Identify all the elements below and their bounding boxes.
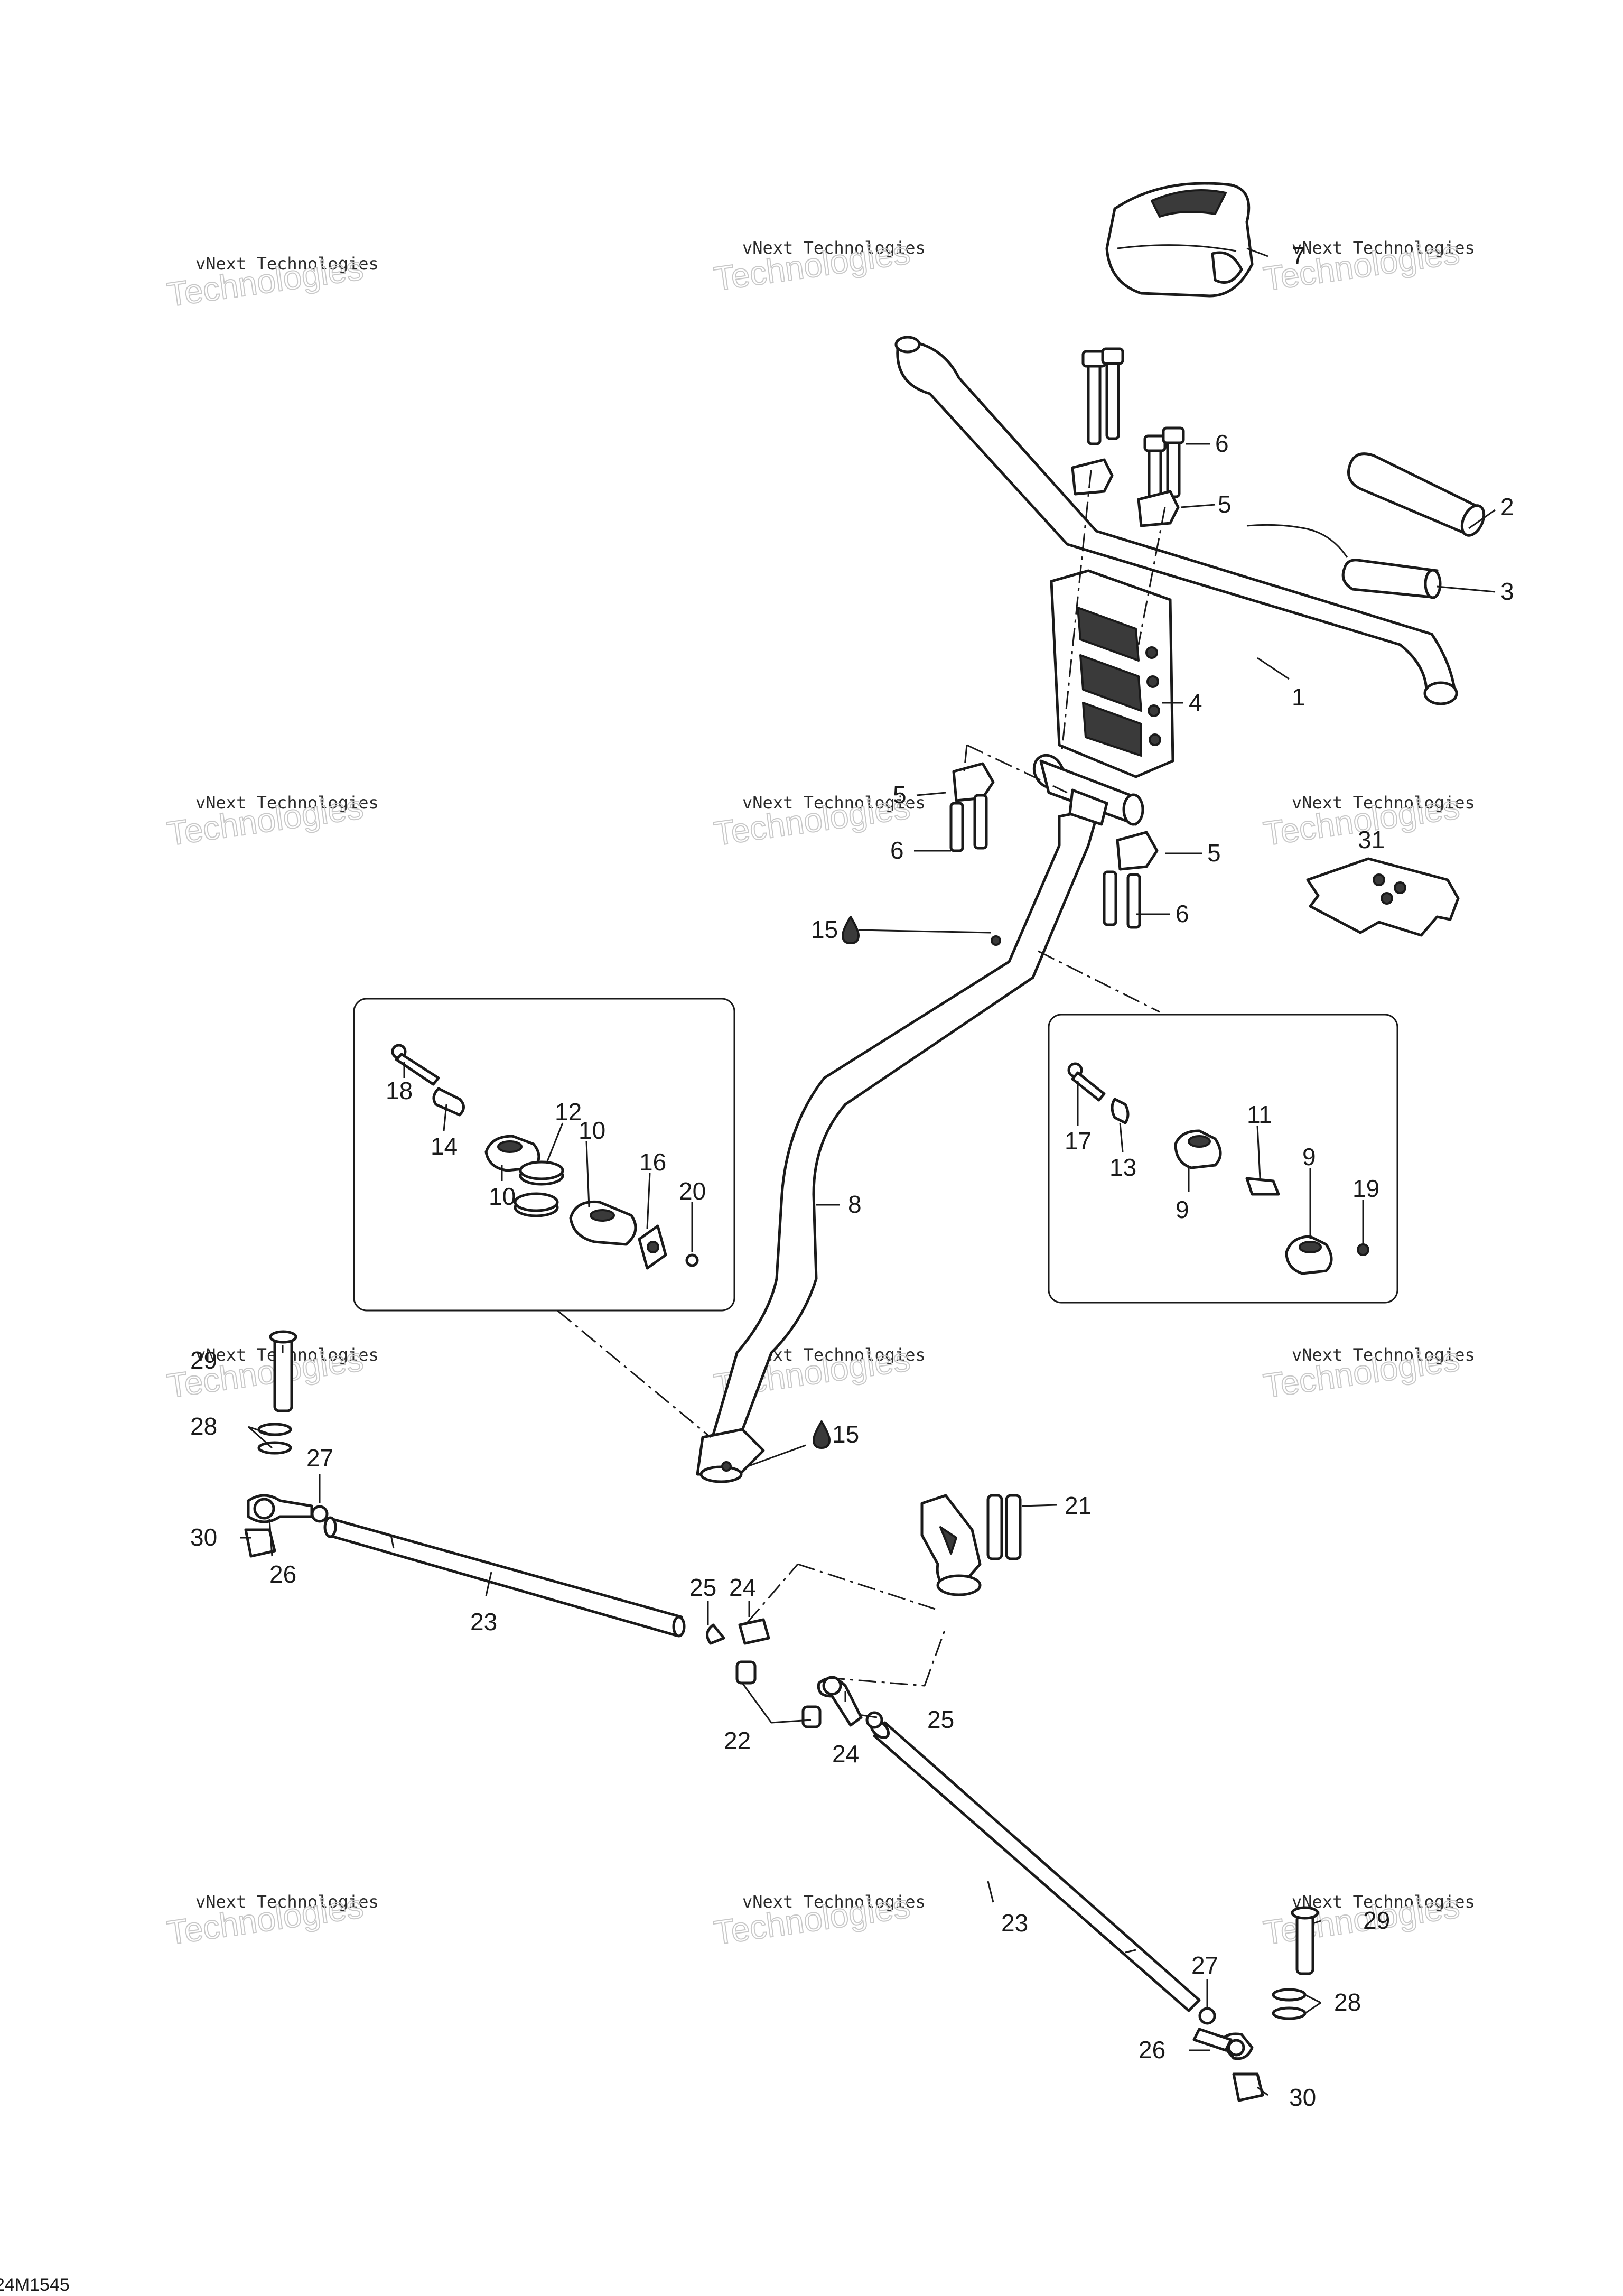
callout-25: 25 [927, 1706, 954, 1733]
callout-28: 28 [1334, 1988, 1361, 2016]
watermark: vNext Technologies Technologies [1261, 1340, 1475, 1406]
handlebar [894, 336, 1458, 705]
watermark: vNext Technologies Technologies [711, 1886, 926, 1953]
callout-6: 6 [1215, 430, 1229, 457]
callout-8: 8 [848, 1191, 862, 1218]
callout-2: 2 [1500, 493, 1514, 520]
grip-wire [1246, 524, 1348, 558]
callout-17: 17 [1065, 1127, 1092, 1155]
watermark-text: vNext Technologies [1292, 238, 1475, 258]
callout-13: 13 [1109, 1154, 1136, 1181]
tie-rod-upper [323, 1516, 686, 1638]
callout-5: 5 [893, 781, 907, 808]
callout-28: 28 [190, 1412, 217, 1440]
callout-26: 26 [269, 1560, 296, 1588]
callout-21: 21 [1065, 1492, 1092, 1519]
callout-23: 23 [1001, 1909, 1028, 1937]
callout-29: 29 [1363, 1907, 1390, 1934]
watermark-text: vNext Technologies [742, 793, 926, 813]
handlebar-pad [1105, 182, 1254, 298]
callout-20: 20 [679, 1177, 706, 1205]
watermark-text: vNext Technologies [195, 793, 379, 813]
watermark-text: vNext Technologies [1292, 1892, 1475, 1912]
callout-10: 10 [489, 1183, 516, 1210]
watermark-text: vNext Technologies [742, 238, 926, 258]
callout-24: 24 [832, 1740, 859, 1768]
callout-9: 9 [1302, 1143, 1316, 1170]
callout-6: 6 [1176, 900, 1189, 927]
callout-11: 11 [1247, 1101, 1272, 1128]
callout-26: 26 [1139, 2036, 1165, 2063]
callout-31: 31 [1358, 826, 1385, 853]
callout-15: 15 [832, 1420, 859, 1448]
callout-15: 15 [811, 916, 838, 943]
callout-27: 27 [306, 1444, 333, 1472]
grease-drop-icon [813, 1420, 831, 1449]
upper-clamps [1071, 347, 1185, 527]
callout-4: 4 [1189, 689, 1202, 716]
watermark: vNext Technologies Technologies [711, 233, 926, 299]
grease-point [991, 935, 1001, 946]
document-code: 24M1545 [0, 2275, 70, 2295]
callout-12: 12 [555, 1098, 582, 1126]
callout-16: 16 [639, 1148, 666, 1176]
grip-right [1341, 559, 1442, 599]
watermark: vNext Technologies Technologies [164, 1886, 379, 1953]
watermark-text: vNext Technologies [195, 1892, 379, 1912]
detail-box-right [1048, 1014, 1398, 1304]
callouts: 7 6 5 2 3 1 4 5 6 5 31 6 15 12 18 10 14 … [190, 242, 1514, 2111]
lower-clamps [949, 762, 1159, 929]
riser-frame [1050, 569, 1174, 778]
grease-drop-icon [842, 916, 860, 944]
callout-6: 6 [890, 836, 904, 864]
callout-30: 30 [190, 1523, 217, 1551]
rod-end-right [1192, 1906, 1319, 2102]
watermark-text: vNext Technologies [742, 1892, 926, 1912]
right-detail-parts [1067, 1062, 1369, 1275]
callout-5: 5 [1218, 490, 1232, 518]
callout-22: 22 [724, 1727, 751, 1754]
leader-lines [240, 247, 1496, 2096]
watermark: vNext Technologies Technologies [164, 248, 379, 314]
watermark-text: vNext Technologies [1292, 1345, 1475, 1365]
callout-14: 14 [431, 1132, 458, 1160]
callout-24: 24 [729, 1574, 756, 1601]
grease-point [721, 1461, 732, 1472]
callout-23: 23 [470, 1608, 497, 1635]
callout-3: 3 [1500, 578, 1514, 605]
rod-end-left [244, 1330, 329, 1558]
left-detail-parts [391, 1044, 699, 1270]
callout-25: 25 [689, 1574, 716, 1601]
alignment-lines [557, 470, 1166, 1687]
callout-30: 30 [1289, 2084, 1316, 2111]
watermark: vNext Technologies Technologies [164, 787, 379, 853]
callout-10: 10 [579, 1117, 605, 1144]
callout-1: 1 [1292, 683, 1305, 711]
detail-box-left [353, 998, 735, 1312]
callout-18: 18 [386, 1077, 413, 1104]
callout-5: 5 [1207, 839, 1221, 867]
watermark-text: vNext Technologies [195, 254, 379, 274]
watermark-text: vNext Technologies [1292, 793, 1475, 813]
grip-left [1347, 452, 1486, 537]
steering-column [696, 754, 1144, 1483]
callout-7: 7 [1292, 242, 1305, 269]
callout-9: 9 [1176, 1196, 1189, 1223]
plate [1306, 857, 1460, 937]
tie-rod-lower [870, 1719, 1201, 2012]
steering-arm [706, 1494, 1022, 1729]
callout-27: 27 [1191, 1951, 1218, 1979]
callout-29: 29 [190, 1346, 217, 1374]
callout-19: 19 [1352, 1175, 1379, 1202]
